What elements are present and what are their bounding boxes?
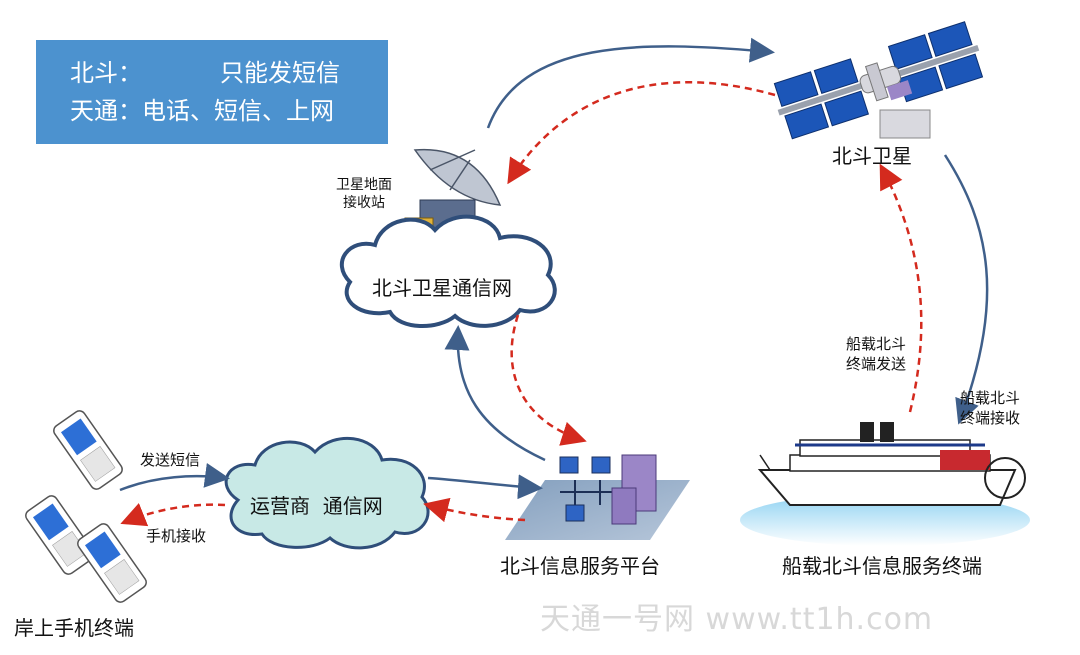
arrow-ground-to-satellite xyxy=(486,37,775,129)
phone-icon xyxy=(25,495,95,575)
info-row-tiantong: 天通：电话、短信、上网 xyxy=(70,97,334,125)
info-box: 北斗： 只能发短信 天通：电话、短信、上网 xyxy=(36,40,388,144)
arrow-satellite-to-ship xyxy=(943,154,989,425)
arrow-platform-to-beidou-network xyxy=(444,325,546,462)
ship-terminal-label: 船载北斗信息服务终端 xyxy=(782,554,982,578)
watermark: 天通一号网 www.tt1h.com xyxy=(540,602,934,637)
arrow-ship-to-satellite xyxy=(879,163,923,413)
phone-icon xyxy=(53,410,123,490)
operator-network-label: 运营商 通信网 xyxy=(250,494,383,518)
beidou-network-label: 北斗卫星通信网 xyxy=(372,276,512,300)
phone-icon xyxy=(77,523,147,603)
beidou-network-cloud xyxy=(339,214,557,329)
arrow-beidou-network-to-platform xyxy=(510,314,587,446)
arrow-operator-to-platform xyxy=(427,474,543,500)
operator-network-cloud xyxy=(224,436,430,550)
satellite-label: 北斗卫星 xyxy=(832,144,912,168)
service-platform-label: 北斗信息服务平台 xyxy=(500,554,660,578)
arrow-platform-to-operator xyxy=(423,497,526,523)
ship-send-label: 船载北斗 终端发送 xyxy=(846,335,907,373)
ship-receive-label: 船载北斗 终端接收 xyxy=(960,389,1021,427)
info-beidou-value: 只能发短信 xyxy=(220,59,340,87)
ground-station-label: 卫星地面 接收站 xyxy=(336,177,392,211)
arrow-operator-to-phone xyxy=(120,502,226,527)
phone-terminal-label: 岸上手机终端 xyxy=(14,616,134,640)
arrow-phone-to-operator xyxy=(119,462,230,492)
arrow-satellite-to-ground xyxy=(507,81,776,185)
info-row-beidou: 北斗： 只能发短信 xyxy=(70,54,388,92)
ship-icon xyxy=(740,422,1030,546)
satellite-icon xyxy=(773,21,984,140)
phone-receive-label: 手机接收 xyxy=(146,527,207,545)
info-beidou-name: 北斗： xyxy=(70,59,142,87)
send-sms-label: 发送短信 xyxy=(140,451,201,469)
service-platform-icon xyxy=(505,454,690,540)
